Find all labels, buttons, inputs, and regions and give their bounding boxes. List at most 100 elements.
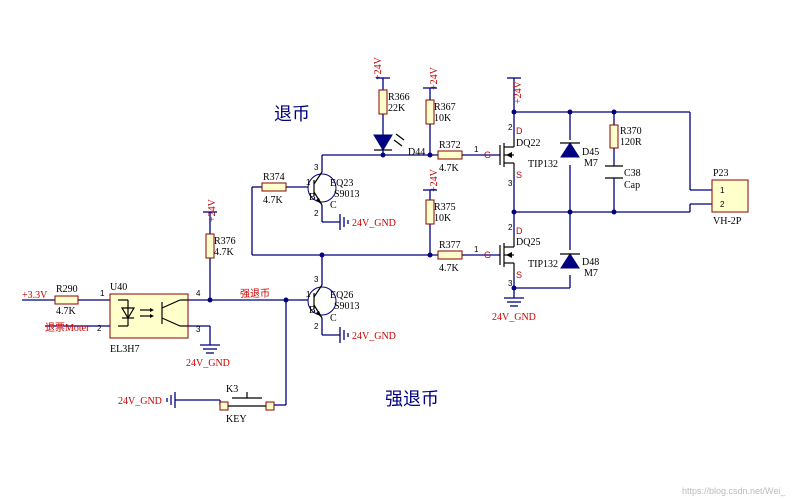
eq26-pin3: 3 [314,275,319,284]
gnd-key: 24V_GND [118,392,176,408]
dq22-pin3: 3 [508,179,513,188]
title-force-retreat: 强退币 [385,389,439,410]
diode-d48: D48 M7 [560,253,599,279]
r367-ref: R367 [434,102,456,113]
pin-u40-1: 1 [100,289,105,298]
r372-ref: R372 [439,140,461,151]
r376-value: 4.7K [214,247,235,258]
r367-supply: +24V [429,66,440,90]
r366-value: 22K [388,103,406,114]
resistor-r367: +24V R367 10K [423,66,456,125]
dq25-pin-g: G [484,250,491,260]
mosfet-dq25: G D S DQ25 TIP132 2 3 [484,223,558,288]
net-3v3: +3.3V [22,290,48,301]
p23-ref: P23 [713,168,729,179]
resistor-r372: R372 4.7K 1 [437,140,479,174]
d45-value: M7 [584,158,598,169]
r377-pin1: 1 [474,245,479,254]
junctions [207,109,617,303]
r375-supply: +24V [429,168,440,192]
p23-value: VH-2P [713,216,742,227]
gnd-eq23: 24V_GND [339,214,396,230]
eq23-pin3: 3 [314,163,319,172]
dq25-ref: DQ25 [516,237,540,248]
dq25-value: TIP132 [528,259,558,270]
transistor-eq26: EQ26 S9013 B C 3 1 2 [306,275,360,331]
d44-ref: D44 [408,147,425,158]
eq23-value: S9013 [334,189,360,200]
dq25-pin-d: D [516,226,523,236]
k3-value: KEY [226,414,247,425]
eq26-ref: EQ26 [330,290,353,301]
dq22-pin-s: S [516,170,522,180]
r377-value: 4.7K [439,263,460,274]
r290-value: 4.7K [56,306,77,317]
gnd-u40: 24V_GND [186,344,230,369]
gnd-eq26-label: 24V_GND [352,331,396,342]
d48-ref: D48 [582,257,599,268]
p23-pin1: 1 [720,186,725,195]
u40-pin4: 4 [196,289,201,298]
dq22-pin-g: G [484,150,491,160]
optocoupler-u40: U40 EL3H7 4 3 [109,282,201,355]
r370-value: 120R [620,137,642,148]
eq26-pin2: 2 [314,322,319,331]
eq23-pin2: 2 [314,209,319,218]
r374-ref: R374 [263,172,285,183]
dq25-pin-s: S [516,270,522,280]
resistor-r370: R370 120R [609,124,642,149]
mosfet-dq22: G D S DQ22 TIP132 2 3 [484,123,558,188]
supply-right-label: +24V [513,80,524,104]
pin-motor-2: 2 [97,324,102,333]
u40-pin3: 3 [196,325,201,334]
r372-value: 4.7K [439,163,460,174]
eq26-pin1: 1 [306,290,311,299]
eq23-pin1: 1 [306,178,311,187]
r377-ref: R377 [439,240,461,251]
net-motor: 退票Moter [45,322,90,334]
watermark: https://blog.csdn.net/Wei_ [682,486,786,496]
led-d44: D44 [373,133,425,158]
dq22-pin2: 2 [508,123,513,132]
capacitor-c38: C38 Cap [605,165,641,191]
eq23-pin-b: B [309,192,316,203]
switch-k3[interactable]: K3 KEY [219,384,275,425]
r375-ref: R375 [434,202,456,213]
diode-d45: D45 M7 [560,142,599,169]
r376-ref: R376 [214,236,236,247]
k3-ref: K3 [226,384,238,395]
dq22-ref: DQ22 [516,138,540,149]
dq25-pin2: 2 [508,223,513,232]
r374-value: 4.7K [263,195,284,206]
connector-p23: P23 1 2 VH-2P [711,168,749,227]
resistor-r375: +24V R375 10K [423,168,456,225]
eq26-value: S9013 [334,301,360,312]
gnd-dq25-label: 24V_GND [492,312,536,323]
u40-ref: U40 [110,282,127,293]
r290-ref: R290 [56,284,78,295]
r367-value: 10K [434,113,452,124]
r375-value: 10K [434,213,452,224]
supply-right: +24V [507,77,524,104]
gnd-key-label: 24V_GND [118,396,162,407]
dq22-pin-d: D [516,126,523,136]
r370-ref: R370 [620,126,642,137]
r366-supply: +24V [373,56,384,80]
net-force: 强退币 [240,288,270,300]
transistor-eq23: EQ23 S9013 B C 3 1 2 [306,163,360,218]
dq22-value: TIP132 [528,159,558,170]
wires [22,78,712,406]
c38-ref: C38 [624,168,641,179]
r372-pin1: 1 [474,145,479,154]
gnd-eq26: 24V_GND [339,327,396,343]
gnd-eq23-label: 24V_GND [352,218,396,229]
title-retreat: 退币 [274,104,310,125]
resistor-r290: R290 4.7K [54,284,79,317]
r366-ref: R366 [388,92,410,103]
eq23-pin-c: C [330,200,337,211]
resistor-r374: R374 4.7K [261,172,287,206]
u40-value: EL3H7 [110,344,139,355]
d45-ref: D45 [582,147,599,158]
resistor-r377: R377 4.7K 1 [437,240,479,274]
dq25-pin3: 3 [508,279,513,288]
